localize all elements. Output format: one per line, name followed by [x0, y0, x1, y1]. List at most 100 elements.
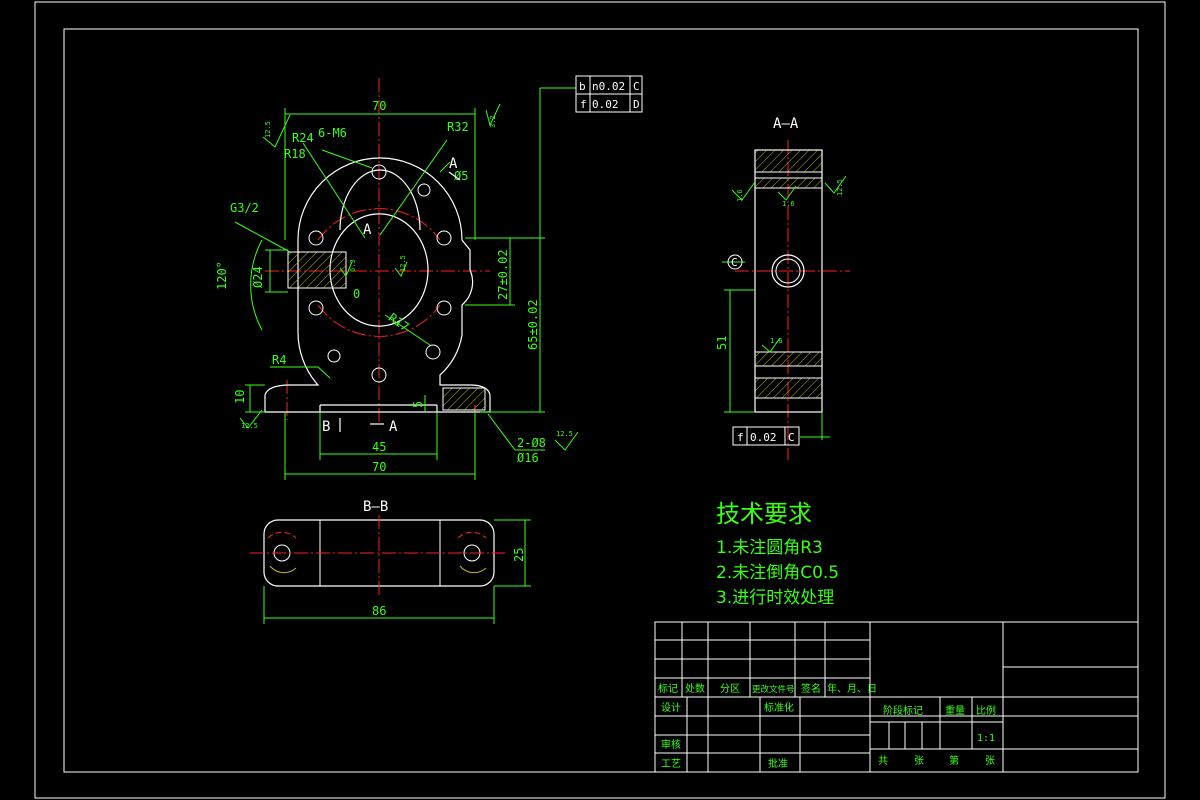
tolerance-frame-front — [575, 75, 643, 113]
title-block: 标记 处数 分区 更改文件号 签名 年、月、日 设计 标准化 审核 工艺 批准 … — [654, 621, 1139, 773]
label-a-lower: A — [389, 419, 398, 435]
tb-scale: 比例 — [976, 704, 996, 717]
tb-stage: 阶段标记 — [883, 704, 923, 717]
bolt-hole — [327, 349, 341, 363]
dim-r24: R24 — [292, 131, 314, 145]
rough-4: 12.5 — [399, 255, 407, 272]
rough-3: 6.3 — [349, 259, 357, 272]
dim-phi24: Ø24 — [251, 266, 265, 288]
section-aa-bore — [771, 254, 805, 288]
bolt-hole — [308, 300, 324, 316]
rough-aa-4: 1.6 — [770, 337, 783, 345]
rough-2: 3.2 — [489, 115, 497, 128]
tb-change-doc: 更改文件号 — [752, 684, 795, 695]
tb-sheets1: 张 — [914, 755, 924, 767]
tb-weight: 重量 — [945, 704, 965, 717]
tol-aa-datum: C — [788, 431, 795, 444]
bolt-hole — [308, 230, 324, 246]
tb-mark: 标记 — [658, 683, 678, 695]
requirement-item: 3.进行时效处理 — [716, 588, 834, 608]
tol-row1-val: n0.02 — [592, 80, 625, 93]
tb-zone: 分区 — [720, 683, 740, 695]
tb-count: 处数 — [685, 682, 705, 695]
tb-page: 第 — [949, 754, 959, 767]
section-aa-hatch-top — [754, 149, 823, 173]
section-aa: A—A 51 1.6 1.6 12.5 1.6 C — [715, 116, 850, 460]
plug-hole — [425, 344, 441, 360]
dim-phi5: Ø5 — [454, 169, 468, 183]
tol-aa-sym: f — [737, 431, 744, 444]
section-bb-title: B—B — [363, 499, 388, 515]
rough-1: 12.5 — [264, 121, 272, 138]
section-bb: B—B 86 25 — [250, 499, 531, 624]
rough-5: 12.5 — [241, 422, 258, 430]
dim-angle: 120° — [215, 261, 229, 290]
tb-design: 设计 — [661, 701, 681, 714]
dim-phi16: Ø16 — [517, 451, 539, 465]
bolt-hole — [371, 164, 387, 180]
dim-top-width: 70 — [372, 99, 386, 113]
front-dimension-lines — [234, 87, 576, 480]
dim-h27: 27±0.02 — [496, 249, 510, 300]
bolt-hole — [436, 230, 452, 246]
dim-zero: 0 — [353, 287, 360, 301]
tb-date: 年、月、日 — [827, 682, 877, 695]
tolerance-frame-aa — [732, 426, 800, 446]
dim-h65: 65±0.02 — [526, 299, 540, 350]
tol-aa-val: 0.02 — [750, 431, 777, 444]
tb-review: 审核 — [661, 738, 681, 751]
rough-aa-1: 1.6 — [736, 189, 744, 202]
front-body-outline — [264, 157, 491, 413]
dim-h10: 10 — [233, 390, 247, 404]
tb-total: 共 — [878, 755, 888, 767]
section-arrows-front — [339, 171, 461, 432]
dim-r18: R18 — [284, 147, 306, 161]
label-a-center: A — [363, 222, 372, 238]
dim-6m6: 6-M6 — [318, 126, 347, 140]
sheet-border — [34, 1, 1166, 799]
dim-r4: R4 — [272, 353, 286, 367]
port-hatch — [287, 251, 347, 289]
base-hatch — [442, 387, 486, 411]
dim-bb-w86: 86 — [372, 604, 386, 618]
label-b: B — [322, 419, 330, 435]
tb-standard: 标准化 — [764, 701, 794, 714]
tb-approve: 批准 — [768, 757, 788, 770]
datum-c-symbol — [727, 254, 743, 270]
dim-h5: 5 — [411, 401, 425, 408]
bolt-hole — [436, 300, 452, 316]
section-aa-hatch-bottom2 — [754, 377, 823, 399]
rough-6: 12.5 — [556, 430, 573, 438]
tol-row1-sym: b — [579, 80, 586, 93]
tol-row2-val: 0.02 — [592, 98, 619, 111]
front-view: b n0.02 C f 0.02 D 70 70 45 R24 R18 6-M6… — [215, 75, 643, 480]
section-aa-hatch-top2 — [754, 177, 823, 189]
dim-bottom-width: 70 — [372, 460, 386, 474]
tb-process: 工艺 — [661, 758, 681, 770]
section-aa-title: A—A — [773, 116, 799, 132]
requirement-item: 2.未注倒角C0.5 — [716, 563, 839, 583]
dim-bb-h25: 25 — [512, 548, 526, 562]
section-aa-hatch-bottom — [754, 351, 823, 367]
dim-aa-h51: 51 — [715, 336, 729, 350]
requirements-title: 技术要求 — [716, 500, 812, 528]
front-centerlines — [265, 78, 490, 425]
tol-row2-datum: D — [633, 98, 640, 111]
requirement-item: 1.未注圆角R3 — [716, 538, 823, 558]
bolt-hole — [371, 367, 387, 383]
roughness-symbols — [239, 103, 579, 451]
tb-scale-value: 1:1 — [977, 733, 995, 744]
dim-g32: G3/2 — [230, 201, 259, 215]
dim-2phi8: 2-Ø8 — [517, 436, 546, 450]
rough-aa-3: 12.5 — [836, 179, 844, 196]
tb-sheets2: 张 — [985, 755, 995, 767]
tol-row2-sym: f — [580, 98, 587, 111]
bolt-holes — [308, 164, 452, 383]
tol-row1-datum: C — [633, 80, 640, 93]
bolt-hole — [417, 183, 431, 197]
section-aa-bore-inner — [775, 258, 801, 284]
dim-r32: R32 — [447, 120, 469, 134]
datum-c-label: C — [731, 256, 738, 269]
label-a-upper: A — [449, 156, 458, 172]
dim-inner-width: 45 — [372, 440, 386, 454]
